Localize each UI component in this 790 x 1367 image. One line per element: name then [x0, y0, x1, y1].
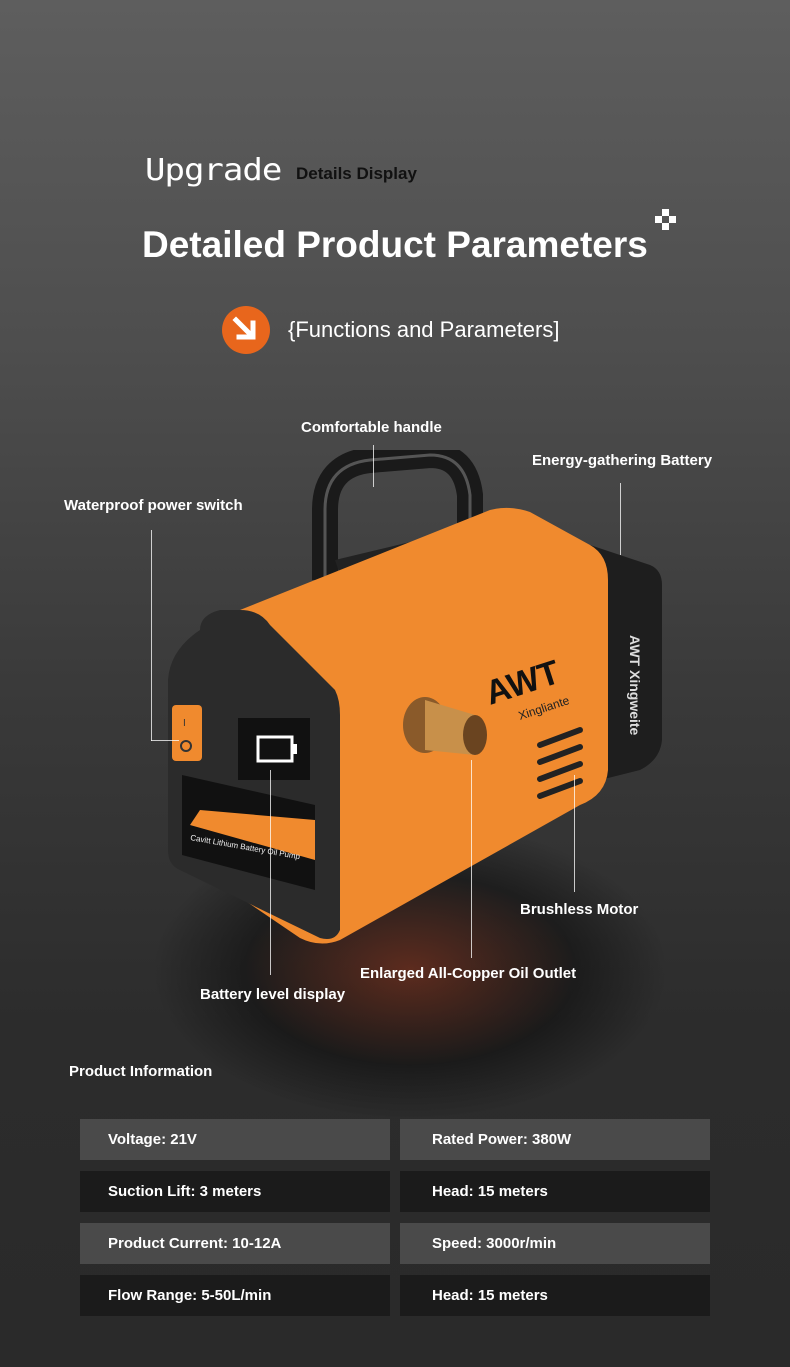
callout-line — [151, 530, 152, 741]
callout-outlet: Enlarged All-Copper Oil Outlet — [360, 965, 577, 982]
checker-icon — [655, 209, 676, 230]
product-info-heading: Product Information — [69, 1063, 213, 1080]
spec-text: Voltage: 21V — [108, 1131, 197, 1148]
callout-battery: Energy-gathering Battery — [532, 452, 713, 469]
spec-text: Head: 15 meters — [432, 1287, 548, 1304]
callout-line — [620, 483, 621, 555]
spec-cell: Product Current: 10-12A — [80, 1223, 390, 1264]
spec-cell: Speed: 3000r/min — [400, 1223, 710, 1264]
page-title: Detailed Product Parameters — [142, 224, 648, 265]
callout-handle: Comfortable handle — [301, 419, 442, 436]
spec-cell: Flow Range: 5-50L/min — [80, 1275, 390, 1316]
callout-line — [151, 740, 179, 741]
spec-text: Suction Lift: 3 meters — [108, 1183, 262, 1200]
upgrade-label: Upgrade — [145, 152, 282, 188]
details-display-label: Details Display — [296, 164, 417, 183]
spec-cell: Rated Power: 380W — [400, 1119, 710, 1160]
spec-text: Product Current: 10-12A — [108, 1235, 282, 1252]
spec-text: Rated Power: 380W — [432, 1131, 572, 1148]
callout-switch: Waterproof power switch — [64, 497, 243, 514]
spec-cell: Voltage: 21V — [80, 1119, 390, 1160]
callout-line — [574, 775, 575, 892]
spec-cell: Head: 15 meters — [400, 1171, 710, 1212]
callout-line — [373, 445, 374, 487]
spec-text: Speed: 3000r/min — [432, 1235, 557, 1252]
arrow-down-right-icon — [222, 306, 270, 354]
spec-cell: Head: 15 meters — [400, 1275, 710, 1316]
svg-text:I: I — [183, 718, 186, 729]
oil-pump-image: AWT Xingweite I Cavitt Lithium Battery O… — [168, 450, 662, 944]
spec-cell: Suction Lift: 3 meters — [80, 1171, 390, 1212]
callout-line — [471, 760, 472, 958]
spec-text: Flow Range: 5-50L/min — [108, 1287, 272, 1304]
section-subtitle: {Functions and Parameters] — [288, 317, 560, 342]
battery-brand: AWT Xingweite — [627, 635, 643, 736]
spec-text: Head: 15 meters — [432, 1183, 548, 1200]
callout-line — [270, 770, 271, 975]
callout-battery-level: Battery level display — [200, 986, 346, 1003]
callout-motor: Brushless Motor — [520, 901, 639, 918]
